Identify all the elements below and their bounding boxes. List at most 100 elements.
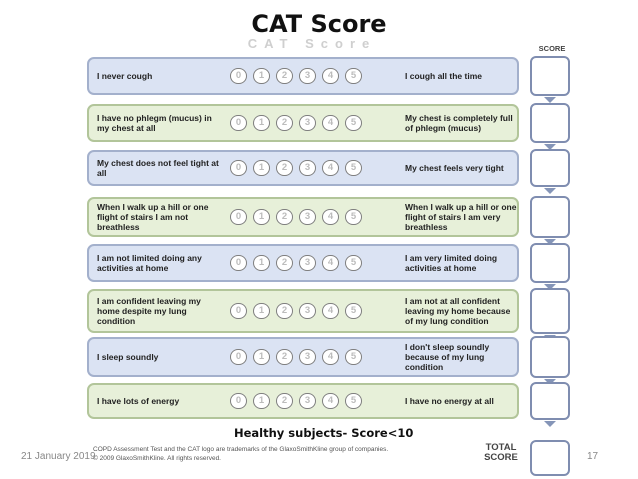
score-option-2[interactable]: 2: [276, 115, 293, 131]
item-left-statement: I am not limited doing any activities at…: [97, 253, 202, 273]
item-score-box[interactable]: [530, 56, 570, 96]
score-option-5[interactable]: 5: [345, 393, 362, 409]
score-option-0[interactable]: 0: [230, 393, 247, 409]
score-option-5[interactable]: 5: [345, 255, 362, 271]
item-score-box[interactable]: [530, 103, 570, 143]
down-arrow-icon: [544, 284, 556, 290]
score-option-1[interactable]: 1: [253, 255, 270, 271]
score-option-3[interactable]: 3: [299, 255, 316, 271]
down-arrow-icon: [544, 97, 556, 103]
down-arrow-icon: [544, 421, 556, 427]
score-option-5[interactable]: 5: [345, 303, 362, 319]
score-option-0[interactable]: 0: [230, 115, 247, 131]
score-option-0[interactable]: 0: [230, 303, 247, 319]
score-option-2[interactable]: 2: [276, 68, 293, 84]
down-arrow-icon: [544, 144, 556, 150]
score-option-4[interactable]: 4: [322, 68, 339, 84]
footer-trademark-text: COPD Assessment Test and the CAT logo ar…: [93, 446, 389, 453]
score-option-0[interactable]: 0: [230, 209, 247, 225]
score-option-2[interactable]: 2: [276, 349, 293, 365]
score-option-3[interactable]: 3: [299, 115, 316, 131]
score-option-2[interactable]: 2: [276, 160, 293, 176]
score-option-2[interactable]: 2: [276, 303, 293, 319]
score-option-3[interactable]: 3: [299, 393, 316, 409]
score-option-4[interactable]: 4: [322, 255, 339, 271]
item-left-statement: I never cough: [97, 71, 153, 81]
down-arrow-icon: [544, 188, 556, 194]
score-option-4[interactable]: 4: [322, 393, 339, 409]
score-option-4[interactable]: 4: [322, 303, 339, 319]
score-option-3[interactable]: 3: [299, 160, 316, 176]
item-right-statement: My chest feels very tight: [405, 163, 504, 173]
score-option-4[interactable]: 4: [322, 209, 339, 225]
score-option-5[interactable]: 5: [345, 209, 362, 225]
score-option-3[interactable]: 3: [299, 68, 316, 84]
item-left-statement: My chest does not feel tight at all: [97, 158, 219, 178]
slide-date: 21 January 2019: [21, 451, 96, 462]
item-left-statement: I have lots of energy: [97, 396, 180, 406]
score-option-5[interactable]: 5: [345, 68, 362, 84]
score-option-0[interactable]: 0: [230, 68, 247, 84]
item-score-box[interactable]: [530, 336, 570, 378]
score-option-0[interactable]: 0: [230, 160, 247, 176]
score-option-1[interactable]: 1: [253, 115, 270, 131]
slide-page-number: 17: [587, 451, 599, 462]
score-option-4[interactable]: 4: [322, 349, 339, 365]
cat-item-row: I am confident leaving my home despite m…: [87, 289, 519, 333]
item-score-box[interactable]: [530, 243, 570, 283]
score-option-2[interactable]: 2: [276, 255, 293, 271]
down-arrow-icon: [544, 239, 556, 245]
faded-cat-logo-title: CAT Score: [247, 36, 377, 51]
score-option-5[interactable]: 5: [345, 349, 362, 365]
footer-copyright-text: © 2009 GlaxoSmithKline. All rights reser…: [93, 455, 221, 462]
score-option-1[interactable]: 1: [253, 209, 270, 225]
item-left-statement: I am confident leaving my home despite m…: [97, 296, 201, 326]
score-option-4[interactable]: 4: [322, 115, 339, 131]
cat-item-row: I am not limited doing any activities at…: [87, 244, 519, 282]
item-right-statement: When I walk up a hill or one flight of s…: [405, 202, 517, 232]
healthy-score-callout: Healthy subjects- Score<10: [234, 426, 414, 440]
score-option-1[interactable]: 1: [253, 393, 270, 409]
total-score-label: TOTAL SCORE: [484, 442, 518, 463]
item-left-statement: I sleep soundly: [97, 352, 159, 362]
total-score-box[interactable]: [530, 440, 570, 476]
score-option-5[interactable]: 5: [345, 115, 362, 131]
score-option-1[interactable]: 1: [253, 160, 270, 176]
score-option-4[interactable]: 4: [322, 160, 339, 176]
item-right-statement: I have no energy at all: [405, 396, 494, 406]
item-right-statement: I cough all the time: [405, 71, 482, 81]
cat-item-row: I have no phlegm (mucus) in my chest at …: [87, 104, 519, 142]
score-option-5[interactable]: 5: [345, 160, 362, 176]
score-option-2[interactable]: 2: [276, 209, 293, 225]
score-option-3[interactable]: 3: [299, 303, 316, 319]
item-score-box[interactable]: [530, 149, 570, 187]
item-right-statement: My chest is completely full of phlegm (m…: [405, 113, 513, 133]
slide-title: CAT Score: [251, 10, 387, 38]
score-column-header: SCORE: [538, 44, 566, 53]
score-option-1[interactable]: 1: [253, 349, 270, 365]
score-option-1[interactable]: 1: [253, 68, 270, 84]
score-option-2[interactable]: 2: [276, 393, 293, 409]
score-option-0[interactable]: 0: [230, 255, 247, 271]
score-option-0[interactable]: 0: [230, 349, 247, 365]
score-option-3[interactable]: 3: [299, 349, 316, 365]
item-score-box[interactable]: [530, 288, 570, 334]
item-score-box[interactable]: [530, 382, 570, 420]
item-right-statement: I am not at all confident leaving my hom…: [405, 296, 511, 326]
item-score-box[interactable]: [530, 196, 570, 238]
score-option-1[interactable]: 1: [253, 303, 270, 319]
cat-item-row: When I walk up a hill or one flight of s…: [87, 197, 519, 237]
item-left-statement: When I walk up a hill or one flight of s…: [97, 202, 209, 232]
score-option-3[interactable]: 3: [299, 209, 316, 225]
